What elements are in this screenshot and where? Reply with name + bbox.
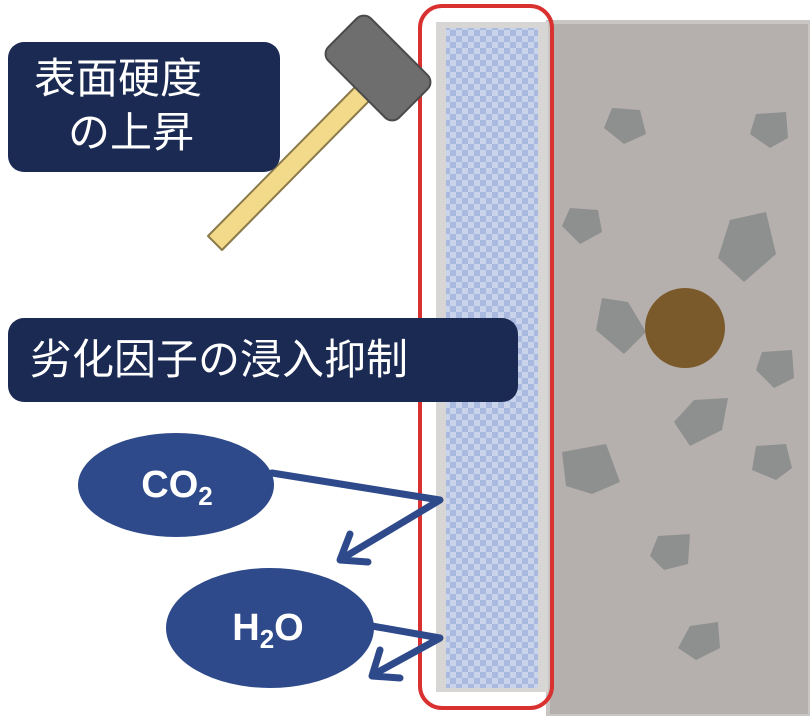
h2o-bubble <box>166 568 374 688</box>
h2o-o: O <box>274 607 304 649</box>
co2-base: CO <box>141 464 199 506</box>
h2o-subscript: 2 <box>259 624 275 654</box>
aggregate-stone <box>752 444 792 480</box>
aggregate-stone <box>596 298 646 354</box>
h2o-arrow <box>368 622 444 682</box>
aggregate-stone <box>756 350 794 388</box>
co2-label: CO2 <box>82 455 272 515</box>
aggregate-stone <box>678 622 720 660</box>
hardness-label: 表面硬度 の上昇 <box>8 42 280 172</box>
hammer-icon <box>207 14 432 251</box>
aggregate-stones <box>562 108 794 660</box>
suppression-label: 劣化因子の浸入抑制 <box>8 318 518 402</box>
h2o-label: H2O <box>168 598 368 658</box>
co2-subscript: 2 <box>198 481 213 511</box>
embedded-particle <box>645 288 725 368</box>
co2-arrow <box>268 469 444 566</box>
aggregate-stone <box>650 534 690 570</box>
hardness-label-line1: 表面硬度 <box>34 54 203 103</box>
aggregate-stone <box>718 212 776 282</box>
aggregate-stone <box>674 398 728 446</box>
hardness-label-line2: の上昇 <box>68 108 195 157</box>
aggregate-stone <box>562 208 602 244</box>
aggregate-stone <box>562 444 620 494</box>
co2-bubble <box>78 433 274 537</box>
aggregate-stone <box>604 108 646 144</box>
aggregate-stone <box>750 112 788 148</box>
h2o-h: H <box>232 607 260 649</box>
